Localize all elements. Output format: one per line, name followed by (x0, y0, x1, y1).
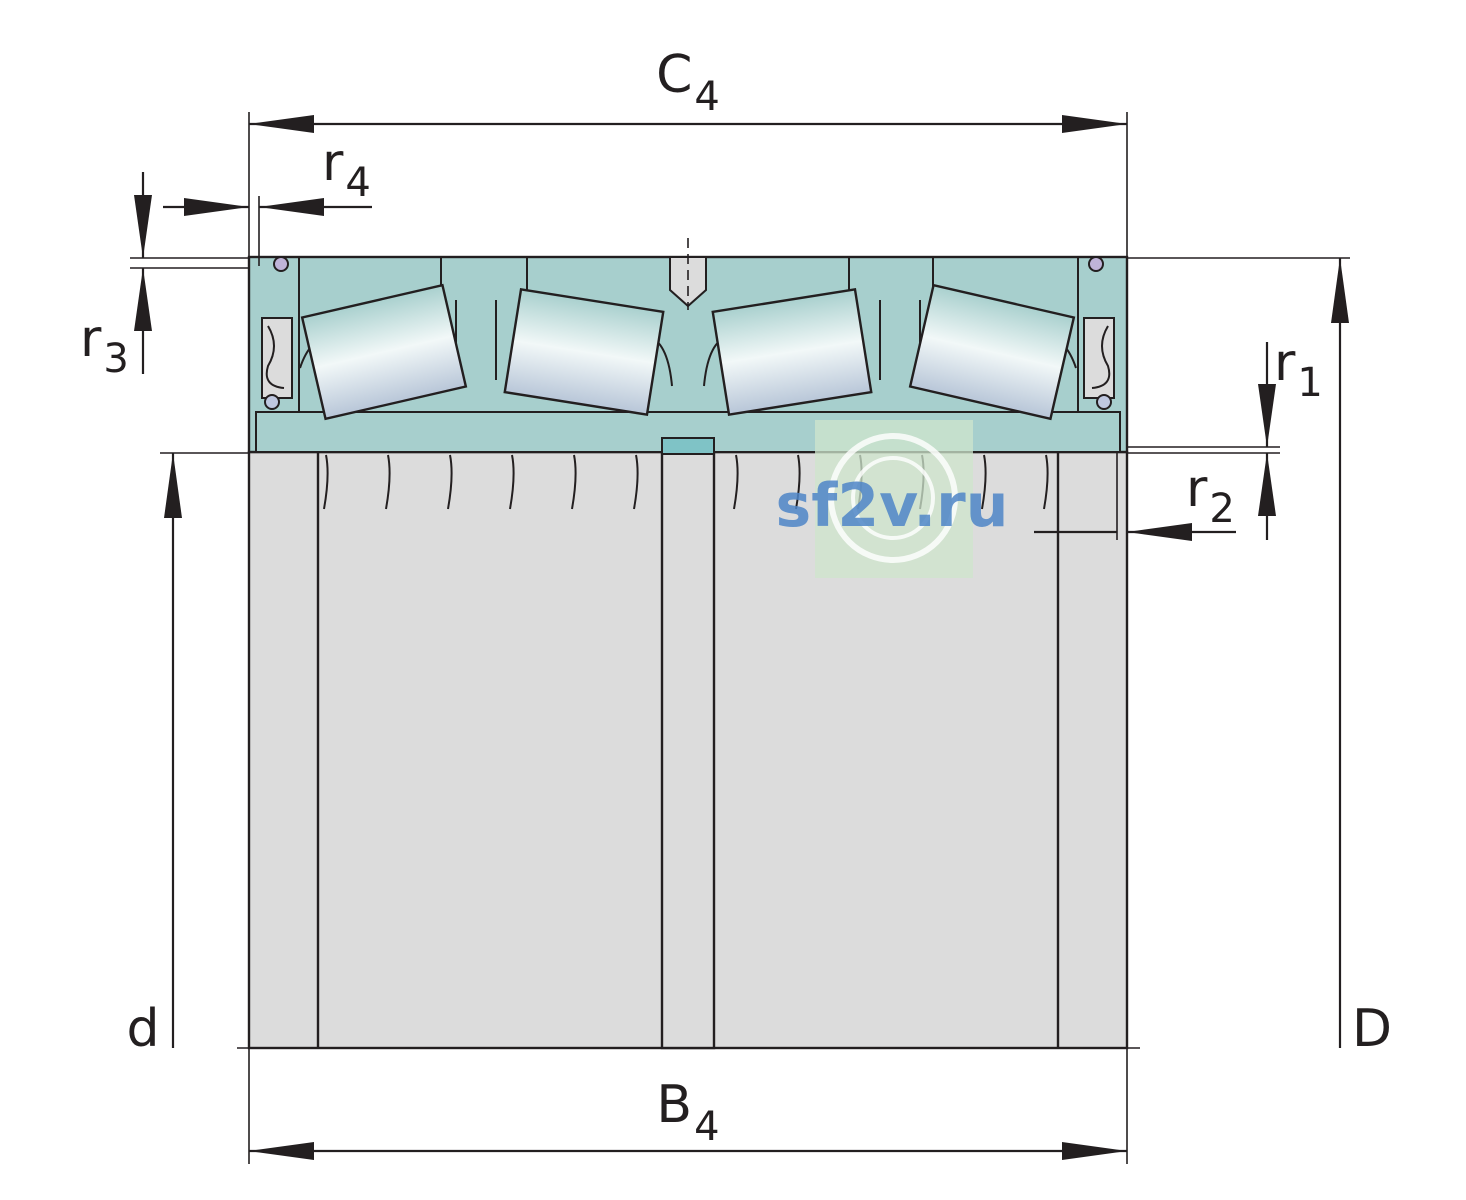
watermark-text: sf2v.ru (776, 471, 1009, 541)
label-r3-sub: 3 (103, 336, 128, 382)
label-r4: r (322, 133, 344, 193)
svg-text:C4: C4 (656, 45, 720, 120)
label-r1-sub: 1 (1297, 360, 1322, 406)
svg-text:r1: r1 (1274, 333, 1323, 406)
label-big-d: D (1352, 999, 1392, 1059)
watermark: sf2v.ru (776, 420, 1009, 578)
label-c4-sub: 4 (694, 74, 719, 120)
svg-text:B4: B4 (656, 1075, 719, 1150)
right-oring (1088, 256, 1104, 272)
label-r2: r (1186, 459, 1208, 519)
rollers (300, 283, 1076, 421)
grease-grooves (323, 454, 1049, 510)
roller-4 (908, 283, 1076, 421)
label-b4-sub: 4 (694, 1104, 719, 1150)
label-b4: B (656, 1075, 692, 1135)
roller-2 (503, 288, 665, 416)
svg-text:r2: r2 (1186, 459, 1235, 532)
label-small-d: d (126, 999, 159, 1059)
roller-3 (711, 288, 873, 416)
inner-ring (247, 450, 1129, 1050)
dim-r1: r1 (1127, 333, 1323, 540)
label-r4-sub: 4 (345, 160, 370, 206)
label-r3: r (80, 309, 102, 369)
dim-c4: C4 (248, 45, 1128, 257)
dim-small-d: d (126, 452, 249, 1059)
svg-text:r3: r3 (80, 309, 129, 382)
dim-big-d: D (1127, 257, 1392, 1059)
label-c4: C (656, 45, 692, 105)
dim-r3: r3 (80, 172, 249, 382)
dim-r2: r2 (1034, 453, 1236, 541)
label-r1: r (1274, 333, 1296, 393)
svg-text:r4: r4 (322, 133, 371, 206)
dim-r4: r4 (163, 133, 372, 266)
left-seal (261, 317, 293, 410)
right-seal (1083, 317, 1115, 410)
label-r2-sub: 2 (1209, 486, 1234, 532)
left-oring (273, 256, 289, 272)
dim-b4: B4 (248, 1048, 1128, 1164)
roller-1 (300, 283, 468, 421)
